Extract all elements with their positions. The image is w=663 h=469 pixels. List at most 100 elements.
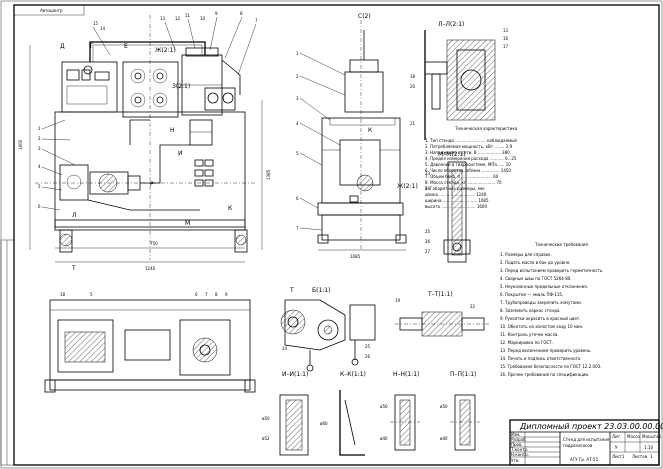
bv-label-T: Т xyxy=(289,287,294,294)
main-front-view xyxy=(35,15,255,260)
nn-dim-1: ø50 xyxy=(380,404,388,409)
callout-13: 13 xyxy=(160,16,166,21)
requirements-list: 1. Размеры для справок. 2. Подать масло … xyxy=(500,252,604,377)
req-line: 13. Перед включением проверить уровень. xyxy=(500,348,592,353)
label-M: М xyxy=(185,220,190,227)
title-doc-code: Дипломный проект 23.03.00.00.00 СБ xyxy=(519,422,663,431)
mm-callout-23: 23 xyxy=(425,171,431,176)
label-R: Р xyxy=(150,181,154,188)
req-line: 12. Маркировка по ГОСТ. xyxy=(500,340,553,345)
section-pp-title: П–П(1:1) xyxy=(450,371,476,378)
req-line: 4. Сварные швы по ГОСТ 5264-80. xyxy=(500,276,572,281)
la-callout-18: 18 xyxy=(410,74,416,79)
la-callout-21: 21 xyxy=(410,121,416,126)
mm-callout-26: 26 xyxy=(425,239,431,244)
kk-dim-1: ø60 xyxy=(320,421,328,426)
spec-list: 1. Тип стенда ........................ н… xyxy=(425,138,517,209)
req-line: 3. Перед испытанием проверить герметично… xyxy=(500,268,604,273)
spec-line: 6. Число оборотов, об/мин ..............… xyxy=(425,168,511,173)
callout-14: 14 xyxy=(100,26,106,31)
detail-bv-title: Б(1:1) xyxy=(312,287,330,294)
label-G: Г xyxy=(90,43,94,50)
detail-t-t xyxy=(395,311,490,337)
plan-callout-5: 5 xyxy=(90,292,93,297)
detail-l-l xyxy=(424,30,496,140)
req-line: 8. Заземлить каркас стенда. xyxy=(500,308,561,313)
plan-callout-9: 9 xyxy=(225,292,228,297)
dim-side: 1385 xyxy=(266,169,271,180)
detail-la-title: Л–Л(2:1) xyxy=(438,21,464,28)
req-line: 15. Требования безопасности по ГОСТ 12.2… xyxy=(500,364,601,369)
side-label-Zh: Ж(2:1) xyxy=(397,183,418,190)
title-row-prov: Пров. xyxy=(511,442,523,447)
ii-dim-2: ø52 xyxy=(262,436,270,441)
corner-stamp-text: Автоцентр xyxy=(40,8,63,13)
req-line: 7. Трубопроводы закрепить хомутами. xyxy=(500,300,582,305)
section-i-i xyxy=(279,394,309,456)
detail-mm-title: М–М(2:1) xyxy=(438,151,466,158)
title-name-line2: гидронасосов xyxy=(563,443,593,448)
label-I: И xyxy=(178,150,183,157)
callout-9: 9 xyxy=(215,11,218,16)
callout-4: 4 xyxy=(38,164,41,169)
callout-10: 10 xyxy=(200,16,206,21)
bv-callout-25: 25 xyxy=(365,344,371,349)
section-ii-title: И–И(1:1) xyxy=(282,371,308,378)
la-callout-20: 20 xyxy=(410,84,416,89)
la-callout-13: 13 xyxy=(503,28,509,33)
side-callout-4: 4 xyxy=(296,121,299,126)
pp-dim-2: ø40 xyxy=(440,436,448,441)
label-D: Д xyxy=(60,43,65,50)
section-n-n xyxy=(390,394,420,451)
req-line: 14. Печать и подпись ответственного. xyxy=(500,356,581,361)
title-row-utv: Утв. xyxy=(511,458,519,463)
side-callout-2: 2 xyxy=(296,74,299,79)
callout-12: 12 xyxy=(175,16,181,21)
side-callout-5: 5 xyxy=(296,151,299,156)
req-line: 1. Размеры для справок. xyxy=(500,252,552,257)
callout-2: 2 xyxy=(38,136,41,141)
req-line: 2. Подать масло в бак до уровня. xyxy=(500,260,570,265)
nn-dim-2: ø40 xyxy=(380,436,388,441)
spec-line: 1. Тип стенда ........................ н… xyxy=(425,138,517,143)
side-label-K: К xyxy=(368,127,373,134)
callout-15: 15 xyxy=(93,21,99,26)
detail-b xyxy=(280,299,376,372)
title-sheets-label: Листов xyxy=(632,454,648,459)
title-lit-label: Лит. xyxy=(612,434,621,439)
callout-3: 3 xyxy=(38,146,41,151)
label-E: Е xyxy=(124,43,128,50)
label-Z: З(2:1) xyxy=(172,83,190,90)
req-line: 5. Неуказанные предельные отклонения. xyxy=(500,284,588,289)
title-lit-value: У xyxy=(615,445,618,450)
spec-line: 8. Масса стенда, кг ....................… xyxy=(425,180,502,185)
ii-dim-1: ø50 xyxy=(262,416,270,421)
title-sheets-total: 1 xyxy=(650,454,653,459)
spec-line: 2. Потребляемая мощность, кВт ........ 2… xyxy=(425,144,513,149)
side-callout-1: 1 xyxy=(296,51,299,56)
req-line: 11. Контроль утечек масла. xyxy=(500,332,559,337)
dim-width: 1240 xyxy=(145,266,156,271)
callout-1: 1 xyxy=(38,126,41,131)
plan-callout-18: 18 xyxy=(60,292,66,297)
la-callout-17: 17 xyxy=(503,44,509,49)
label-T: Т xyxy=(71,265,76,272)
bv-callout-24: 24 xyxy=(282,346,288,351)
title-block xyxy=(509,419,660,466)
section-k-k xyxy=(339,390,365,456)
req-line: 6. Покрытие — эмаль ПФ-115. xyxy=(500,292,563,297)
side-view xyxy=(317,20,407,250)
side-view-title: С(2) xyxy=(358,13,371,20)
plan-callout-7: 7 xyxy=(205,292,208,297)
req-heading: Технические требования xyxy=(534,242,589,247)
title-row-tkontr: Т.контр. xyxy=(510,447,528,452)
label-Zh: Ж(2:1) xyxy=(155,47,176,54)
spec-line: 5. Давление в гидросистеме, МПа ..... 10 xyxy=(425,162,511,167)
tt-callout-22: 22 xyxy=(470,304,476,309)
section-kk-title: К–К(1:1) xyxy=(340,371,366,378)
corner-stamp xyxy=(13,4,85,16)
drawing-frame xyxy=(13,4,660,466)
req-line: 9. Рукоятки окрасить в красный цвет. xyxy=(500,316,580,321)
